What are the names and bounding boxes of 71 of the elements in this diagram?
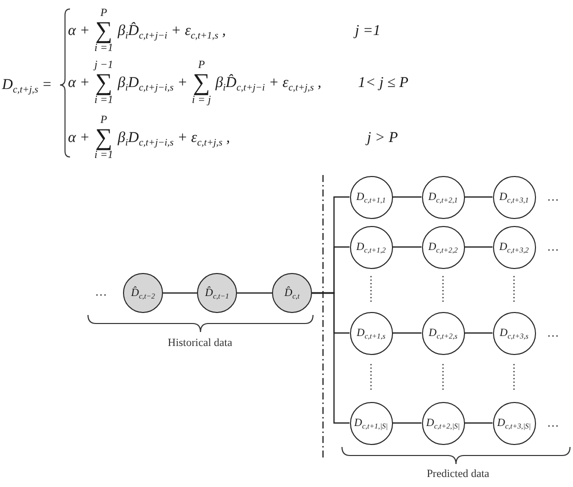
math-term: α + (68, 22, 90, 40)
connector-line (392, 196, 422, 198)
summation-limit: i =1 (94, 150, 114, 161)
circle-node (492, 176, 536, 218)
circle-node (422, 226, 464, 268)
summation-limit: P (198, 60, 205, 71)
node-label: D$_{c,t+3,|S|}$ (497, 416, 531, 430)
node-label: D̂$_{c,t}$ (284, 286, 300, 300)
connector-line (464, 246, 492, 248)
condition-text: 1< j ≤ P (358, 74, 408, 92)
math-term: β$_{i}$D$_{c,t+j−i,s}$ + (118, 74, 188, 92)
summation-sign: ∑ (95, 19, 112, 43)
ellipsis: … (547, 240, 559, 254)
circle-node (422, 312, 464, 354)
brace-label: Historical data (168, 336, 232, 350)
circle-node (272, 273, 312, 313)
circle-node (350, 176, 392, 218)
node-label: D$_{c,t+2,|S|}$ (426, 416, 460, 430)
summation-limit: i = j (192, 95, 211, 106)
math-term: α + (68, 74, 90, 92)
condition-text: j > P (367, 129, 398, 147)
circle-node (350, 402, 392, 444)
circle-node (123, 273, 163, 313)
math-term: β$_{i}$D̂$_{c,t+j−i}$ + ε$_{c,t+j,s}$ , (215, 74, 322, 92)
summation-limit: j −1 (94, 60, 114, 71)
connector-line (312, 292, 350, 424)
summation-limit: P (100, 8, 108, 19)
connector-line (392, 422, 422, 424)
circle-node (422, 402, 464, 444)
node-label: D$_{c,t+2,1}$ (428, 190, 458, 204)
brace-label: Predicted data (426, 467, 490, 481)
node-label: D$_{c,t+3,s}$ (500, 326, 528, 340)
connector-line (163, 292, 197, 294)
math-term: α + (68, 129, 90, 147)
summation-sign: ∑ (192, 71, 210, 95)
circle-node (197, 273, 237, 313)
ellipsis: … (547, 326, 559, 340)
node-label: D$_{c,t+3,2}$ (499, 240, 529, 254)
summation-limit: P (100, 115, 108, 126)
circle-node (350, 226, 392, 268)
summation-sign: ∑ (95, 126, 112, 150)
node-label: D$_{c,t+2,2}$ (428, 240, 458, 254)
circle-node (350, 312, 392, 354)
ellipsis: … (547, 416, 559, 430)
connector-line (464, 332, 492, 334)
node-label: D̂$_{c,t−2}$ (131, 286, 155, 300)
node-label: D$_{c,t+2,s}$ (428, 326, 458, 340)
circle-node (492, 226, 536, 268)
math-term: D$_{c,t+j,s}$ = (2, 76, 52, 94)
node-label: D$_{c,t+1,2}$ (356, 240, 386, 254)
connector-line (392, 246, 422, 248)
ellipsis: … (547, 190, 559, 204)
math-term: β$_{i}$D$_{c,t+j−i,s}$ + ε$_{c,t+j,s}$ , (118, 129, 230, 147)
node-label: D$_{c,t+3,1}$ (499, 190, 529, 204)
circle-node (422, 176, 464, 218)
connector-line (464, 422, 492, 424)
node-label: D$_{c,t+1,1}$ (356, 190, 386, 204)
connector-line (237, 292, 272, 294)
connector-line (392, 332, 422, 334)
math-term: β$_{i}$D̂$_{c,t+j−i}$ + ε$_{c,t+1,s}$ , (118, 22, 226, 40)
ellipsis: … (95, 284, 107, 300)
node-label: D$_{c,t+1,|S|}$ (354, 416, 388, 430)
node-label: D$_{c,t+1,s}$ (356, 326, 386, 340)
circle-node (492, 402, 536, 444)
condition-text: j =1 (355, 22, 381, 40)
summation-sign: ∑ (95, 71, 112, 95)
circle-node (492, 312, 536, 354)
connector-line (464, 196, 492, 198)
node-label: D̂$_{c,t−1}$ (205, 286, 229, 300)
summation-limit: i =1 (94, 43, 114, 54)
summation-limit: i =1 (94, 95, 114, 106)
